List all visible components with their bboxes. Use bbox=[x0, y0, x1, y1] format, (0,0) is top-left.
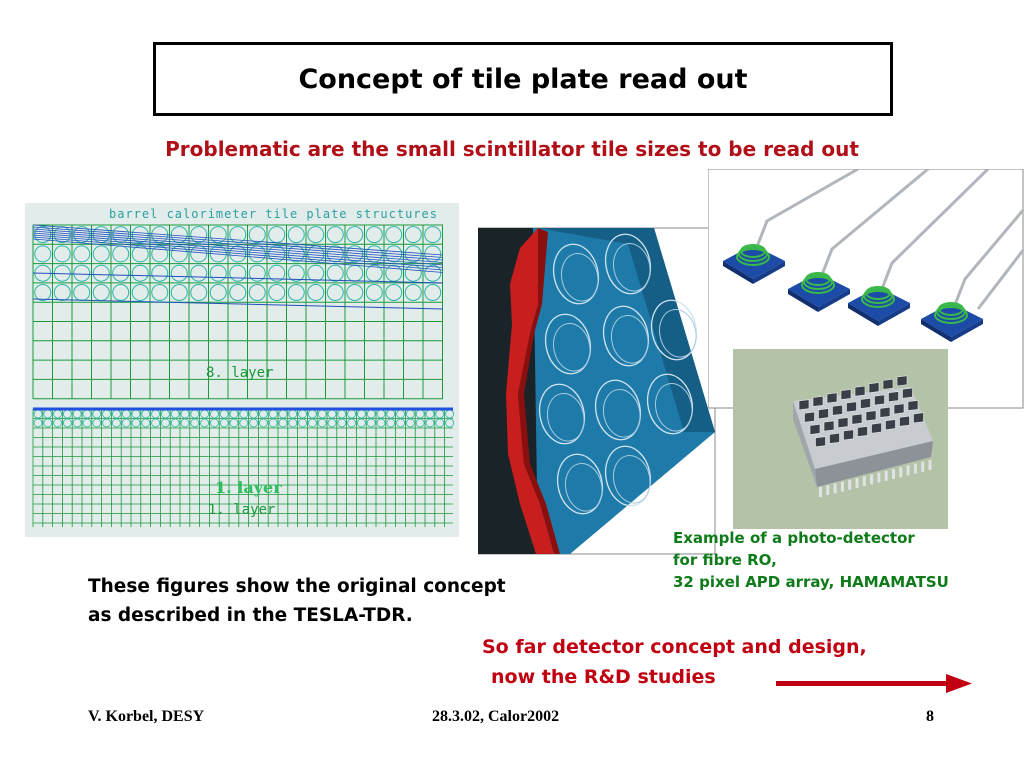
label-layer-1: 1. layer bbox=[208, 502, 275, 518]
rd-studies-note: So far detector concept and design, now … bbox=[482, 632, 867, 692]
caption-green-line-2: for fibre RO, bbox=[673, 551, 777, 569]
note-line-1: So far detector concept and design, bbox=[482, 636, 867, 658]
label-layer-1-bold: 1. layer bbox=[215, 478, 282, 497]
footer-author: V. Korbel, DESY bbox=[88, 708, 205, 725]
apd-pixel-cells bbox=[798, 375, 924, 448]
slide-subtitle: Problematic are the small scintillator t… bbox=[165, 137, 859, 161]
tile-plate-edge bbox=[538, 228, 715, 432]
caption-line-2: as described in the TESLA-TDR. bbox=[88, 605, 413, 626]
figure-caption: These figures show the original concept … bbox=[88, 572, 506, 630]
slide-title: Concept of tile plate read out bbox=[298, 63, 748, 95]
tile-plate-red-border bbox=[506, 228, 554, 554]
tile-plate-structure-figure: barrel calorimeter tile plate structures… bbox=[25, 203, 459, 537]
label-layer-8: 8. layer bbox=[206, 365, 273, 381]
note-line-2: now the R&D studies bbox=[491, 666, 716, 688]
grid-figure-background bbox=[25, 203, 459, 537]
caption-green-line-1: Example of a photo-detector bbox=[673, 529, 915, 547]
caption-line-1: These figures show the original concept bbox=[88, 576, 506, 597]
apd-chip-pins bbox=[819, 460, 932, 497]
lower-tile-grid bbox=[32, 407, 455, 527]
apd-chip-side bbox=[815, 441, 933, 487]
apd-array-photo bbox=[733, 349, 948, 529]
next-arrow-icon bbox=[776, 674, 972, 693]
upper-tile-grid bbox=[32, 224, 444, 400]
title-box: Concept of tile plate read out bbox=[153, 42, 893, 116]
footer-date: 28.3.02, Calor2002 bbox=[432, 708, 560, 725]
photo-detector-caption: Example of a photo-detector for fibre RO… bbox=[673, 527, 949, 593]
grid-heading: barrel calorimeter tile plate structures bbox=[109, 207, 438, 221]
apd-chip-end bbox=[793, 401, 817, 487]
caption-green-line-3: 32 pixel APD array, HAMAMATSU bbox=[673, 573, 949, 591]
footer-page-number: 8 bbox=[926, 708, 934, 725]
tile-plate-red-border-shadow bbox=[518, 228, 560, 554]
fibre-coil-tiles bbox=[723, 244, 983, 342]
tile-fibre-rings bbox=[538, 233, 698, 515]
tile-plate-3d-figure bbox=[478, 227, 716, 555]
